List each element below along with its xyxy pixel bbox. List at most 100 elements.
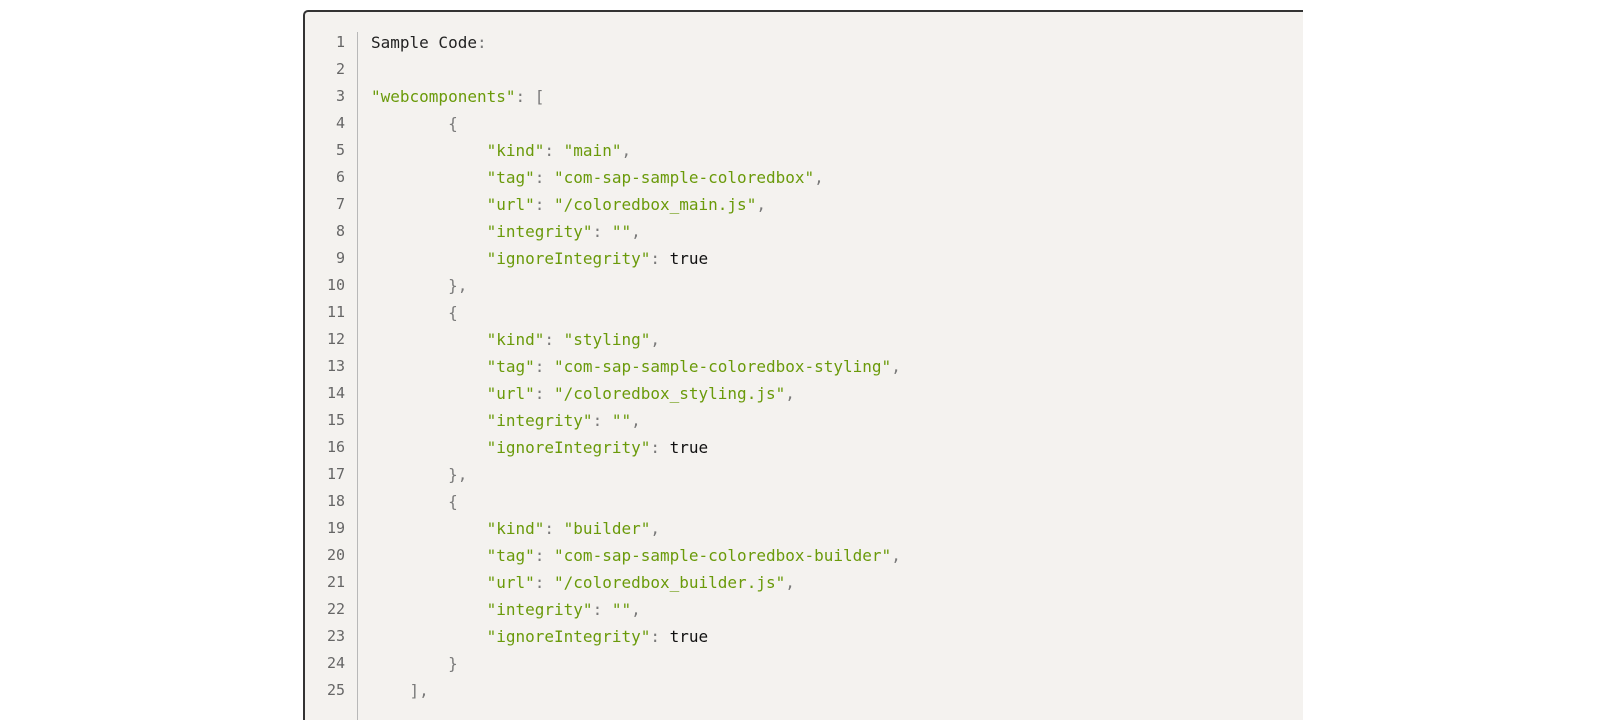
line-content: "url": "/coloredbox_builder.js", bbox=[371, 569, 795, 596]
code-token: : bbox=[534, 168, 555, 187]
line-content: { bbox=[371, 299, 458, 326]
code-line: 5 "kind": "main", bbox=[305, 137, 1303, 164]
code-token: "integrity" bbox=[486, 222, 593, 241]
line-content: "ignoreIntegrity": true bbox=[371, 245, 709, 272]
code-token bbox=[371, 330, 487, 349]
line-number: 21 bbox=[326, 573, 345, 591]
code-token: "webcomponents" bbox=[371, 87, 516, 106]
code-token: : bbox=[476, 33, 487, 52]
line-number: 23 bbox=[326, 627, 345, 645]
code-line: 19 "kind": "builder", bbox=[305, 515, 1303, 542]
line-content: }, bbox=[371, 272, 467, 299]
code-token: "com-sap-sample-coloredbox" bbox=[554, 168, 815, 187]
code-line: 22 "integrity": "", bbox=[305, 596, 1303, 623]
line-content: ], bbox=[371, 677, 429, 704]
code-token: "" bbox=[611, 222, 632, 241]
code-token: "integrity" bbox=[486, 600, 593, 619]
code-line: 17 }, bbox=[305, 461, 1303, 488]
line-number: 12 bbox=[326, 330, 345, 348]
code-line: 10 }, bbox=[305, 272, 1303, 299]
code-token: , bbox=[621, 141, 632, 160]
code-token bbox=[371, 627, 487, 646]
code-line: 9 "ignoreIntegrity": true bbox=[305, 245, 1303, 272]
line-number: 7 bbox=[335, 195, 345, 213]
line-number: 18 bbox=[326, 492, 345, 510]
code-line: 11 { bbox=[305, 299, 1303, 326]
code-token: "ignoreIntegrity" bbox=[486, 249, 651, 268]
line-number: 16 bbox=[326, 438, 345, 456]
code-token: "" bbox=[611, 600, 632, 619]
code-line: 16 "ignoreIntegrity": true bbox=[305, 434, 1303, 461]
code-token: "ignoreIntegrity" bbox=[486, 627, 651, 646]
code-token: "" bbox=[611, 411, 632, 430]
code-token bbox=[371, 411, 487, 430]
code-line: 12 "kind": "styling", bbox=[305, 326, 1303, 353]
code-token: : bbox=[544, 141, 564, 160]
line-number: 22 bbox=[326, 600, 345, 618]
line-content: "integrity": "", bbox=[371, 218, 641, 245]
line-number: 8 bbox=[335, 222, 345, 240]
line-content: "kind": "builder", bbox=[371, 515, 660, 542]
code-line: 14 "url": "/coloredbox_styling.js", bbox=[305, 380, 1303, 407]
code-token: true bbox=[669, 249, 709, 268]
code-line: 3"webcomponents": [ bbox=[305, 83, 1303, 110]
code-token: "url" bbox=[486, 384, 535, 403]
code-token bbox=[371, 546, 487, 565]
code-token bbox=[371, 357, 487, 376]
line-content: "integrity": "", bbox=[371, 596, 641, 623]
code-token bbox=[371, 384, 487, 403]
code-token: "/coloredbox_main.js" bbox=[554, 195, 757, 214]
code-token: : bbox=[592, 222, 612, 241]
code-token: : bbox=[650, 249, 670, 268]
code-token: , bbox=[756, 195, 766, 214]
code-token bbox=[371, 195, 487, 214]
code-token: "tag" bbox=[486, 168, 535, 187]
code-token: , bbox=[631, 600, 641, 619]
code-token bbox=[371, 519, 487, 538]
code-line: 23 "ignoreIntegrity": true bbox=[305, 623, 1303, 650]
code-token: true bbox=[669, 438, 709, 457]
code-token: { bbox=[371, 114, 458, 133]
code-line: 21 "url": "/coloredbox_builder.js", bbox=[305, 569, 1303, 596]
code-line: 15 "integrity": "", bbox=[305, 407, 1303, 434]
code-token: : bbox=[534, 384, 555, 403]
code-token: , bbox=[631, 222, 641, 241]
code-token: "builder" bbox=[563, 519, 651, 538]
code-token: "/coloredbox_builder.js" bbox=[554, 573, 786, 592]
line-content: "tag": "com-sap-sample-coloredbox", bbox=[371, 164, 824, 191]
code-token: : bbox=[534, 357, 555, 376]
line-number: 6 bbox=[335, 168, 345, 186]
line-content: "url": "/coloredbox_main.js", bbox=[371, 191, 766, 218]
line-number: 11 bbox=[326, 303, 345, 321]
code-line: 6 "tag": "com-sap-sample-coloredbox", bbox=[305, 164, 1303, 191]
line-number: 5 bbox=[335, 141, 345, 159]
code-token: , bbox=[631, 411, 641, 430]
code-token: : bbox=[592, 600, 612, 619]
gutter-divider bbox=[357, 32, 358, 720]
code-line: 2 bbox=[305, 56, 1303, 83]
code-token: "styling" bbox=[563, 330, 651, 349]
code-token: , bbox=[891, 357, 901, 376]
code-token: "url" bbox=[486, 195, 535, 214]
line-number: 14 bbox=[326, 384, 345, 402]
line-number: 10 bbox=[326, 276, 345, 294]
line-content: Sample Code: bbox=[371, 29, 487, 56]
code-token bbox=[371, 222, 487, 241]
code-token bbox=[371, 141, 487, 160]
line-number: 20 bbox=[326, 546, 345, 564]
code-line: 20 "tag": "com-sap-sample-coloredbox-bui… bbox=[305, 542, 1303, 569]
code-line: 7 "url": "/coloredbox_main.js", bbox=[305, 191, 1303, 218]
code-token: true bbox=[669, 627, 709, 646]
code-token: , bbox=[650, 519, 660, 538]
code-token: "main" bbox=[563, 141, 622, 160]
code-line: 4 { bbox=[305, 110, 1303, 137]
line-content: { bbox=[371, 110, 458, 137]
line-content: "kind": "main", bbox=[371, 137, 632, 164]
code-token: "kind" bbox=[486, 330, 545, 349]
code-token: , bbox=[891, 546, 901, 565]
code-token: : bbox=[534, 546, 555, 565]
code-token: , bbox=[785, 573, 795, 592]
line-content: "integrity": "", bbox=[371, 407, 641, 434]
